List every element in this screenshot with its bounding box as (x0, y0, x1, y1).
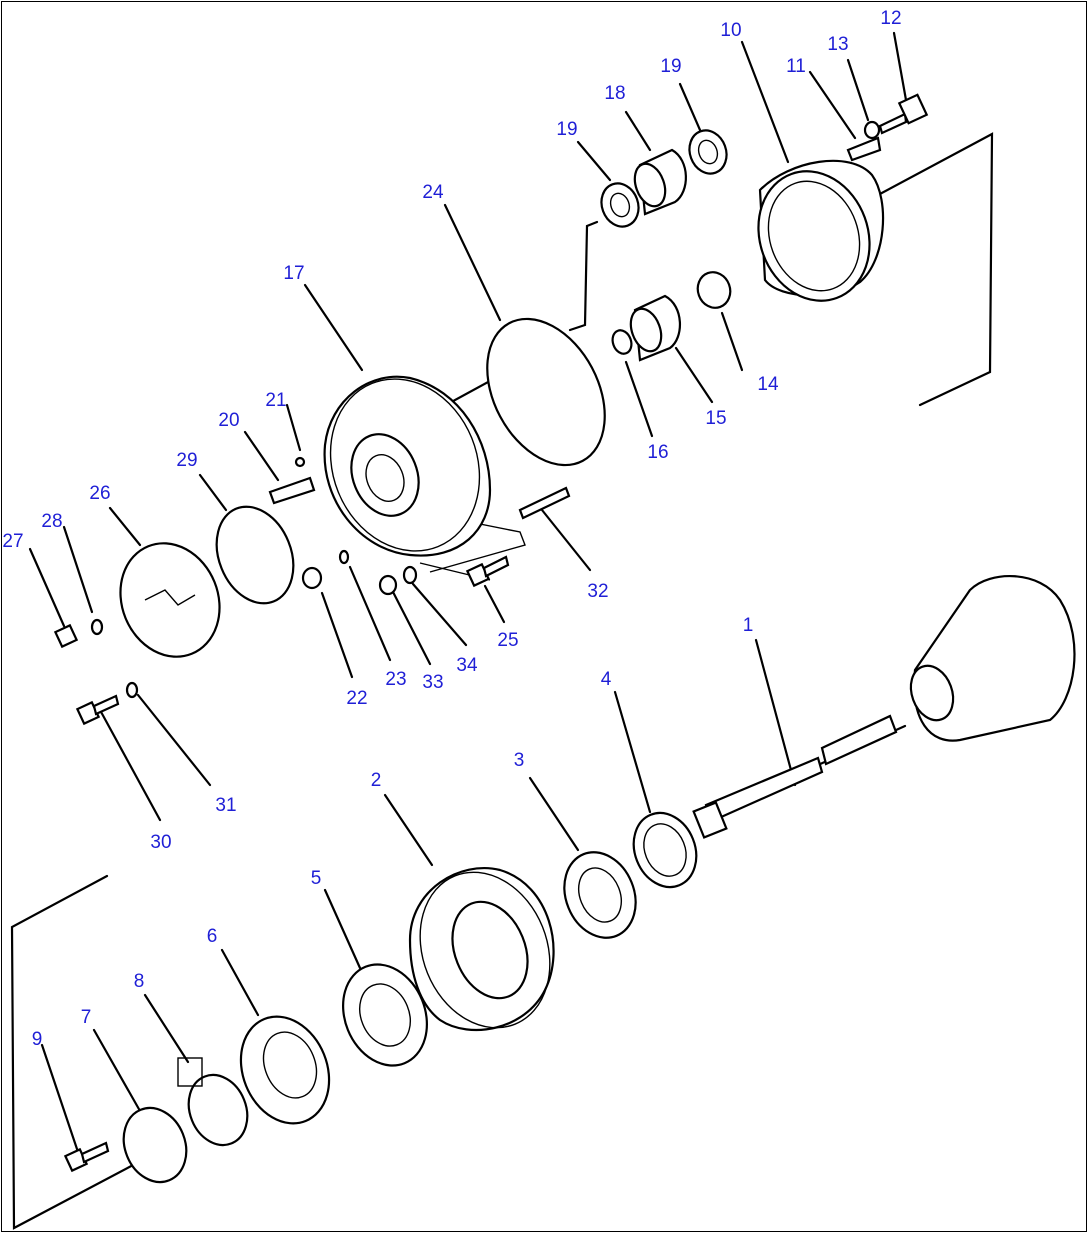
part-20-pin (268, 476, 316, 505)
callout-33: 33 (422, 672, 443, 693)
callout-11: 11 (786, 56, 806, 77)
part-15-needle-bearing (629, 294, 682, 362)
callout-8: 8 (134, 971, 145, 992)
part-5-bearing (342, 963, 428, 1067)
callout-30: 30 (150, 832, 171, 853)
callout-25: 25 (497, 630, 518, 651)
part-22-nut (301, 566, 323, 590)
part-10-ring-gear (757, 159, 885, 302)
callout-6: 6 (207, 926, 218, 947)
callout-14: 14 (757, 374, 779, 395)
part-24-o-ring (486, 317, 606, 467)
callout-2: 2 (371, 770, 382, 791)
callout-28: 28 (41, 511, 62, 532)
part-19-bearing-lower (600, 182, 640, 228)
callout-5: 5 (311, 868, 322, 889)
part-34-washer (402, 565, 418, 585)
part-25-bolt (465, 555, 510, 588)
callout-12: 12 (880, 8, 901, 29)
part-1-axle-shaft (692, 714, 898, 839)
part-29-o-ring (215, 505, 295, 605)
callout-29: 29 (176, 450, 197, 471)
callout-20: 20 (218, 410, 239, 431)
callout-18: 18 (604, 83, 625, 104)
callout-4: 4 (601, 669, 612, 690)
callout-1: 1 (743, 615, 754, 636)
callout-16: 16 (647, 442, 668, 463)
callout-19a: 19 (556, 119, 577, 140)
part-6-housing (239, 1015, 331, 1125)
part-13-washer (863, 120, 881, 140)
callout-26: 26 (89, 483, 110, 504)
callout-34: 34 (456, 655, 478, 676)
part-21-ball (294, 456, 306, 468)
part-3-bearing (563, 851, 637, 939)
part-27-bolt (53, 623, 79, 649)
callout-27: 27 (2, 531, 23, 552)
leader-lines (28, 31, 908, 1154)
part-19-bearing-upper (688, 129, 728, 175)
callout-15: 15 (705, 408, 726, 429)
part-17-carrier (323, 375, 492, 557)
callout-7: 7 (81, 1007, 92, 1028)
callout-24: 24 (422, 182, 444, 203)
callout-23: 23 (385, 669, 406, 690)
part-9-bolt (63, 1141, 110, 1173)
axle-housing (909, 574, 1076, 742)
callout-3: 3 (514, 750, 525, 771)
callout-22: 22 (346, 688, 367, 709)
part-8-thrust-plate (177, 1057, 249, 1147)
part-7-cover-plate (122, 1106, 188, 1184)
part-31-washer (125, 681, 139, 699)
part-32-stud (518, 486, 571, 520)
callout-10: 10 (720, 20, 741, 41)
callout-labels: 1234567891011121314151617181919202122232… (2, 8, 901, 1050)
callout-9: 9 (32, 1029, 43, 1050)
callout-19b: 19 (660, 56, 681, 77)
callout-32: 32 (587, 581, 608, 602)
part-23-washer (338, 549, 350, 565)
part-30-bolt (75, 694, 120, 726)
part-2-hub (408, 867, 555, 1032)
part-12-bolt (878, 93, 929, 135)
part-33-nut (378, 574, 398, 596)
callout-17: 17 (283, 263, 304, 284)
part-16-snap-ring (611, 329, 633, 355)
part-14-spacer (696, 271, 732, 309)
callout-31: 31 (215, 795, 236, 816)
callout-13: 13 (827, 34, 848, 55)
assembly-lines (10, 132, 994, 1230)
callout-21: 21 (265, 390, 286, 411)
part-28-washer (90, 618, 104, 636)
part-4-seal (632, 811, 698, 889)
part-11-plate (846, 136, 882, 162)
part-18-needle-bearing (633, 148, 687, 216)
part-26-cover (119, 542, 221, 658)
